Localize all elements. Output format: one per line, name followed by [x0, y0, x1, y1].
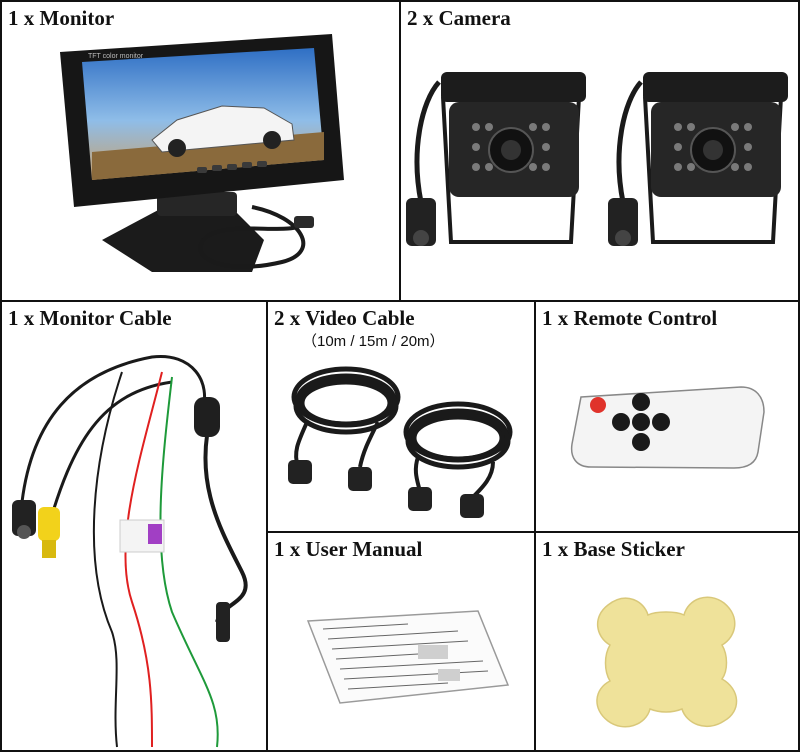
cell-video-cable: 2 x Video Cable （10m / 15m / 20m） — [266, 300, 536, 533]
monitor-cable-label: 1 x Monitor Cable — [8, 306, 172, 330]
coil-2-connector-b — [460, 494, 484, 518]
remote-power-button — [590, 397, 606, 413]
remote-control-image — [570, 386, 765, 469]
wire-red — [124, 371, 163, 748]
cable-ferrite — [194, 397, 220, 437]
coil-1-connector-b — [348, 467, 372, 491]
cell-monitor: 1 x Monitor TFT color monitor — [0, 0, 401, 302]
monitor-cable-plug — [294, 216, 314, 228]
cell-monitor-cable: 1 x Monitor Cable — [0, 300, 268, 752]
base-sticker-label: 1 x Base Sticker — [542, 537, 685, 561]
monitor-buttons — [197, 161, 267, 173]
car-wheel-front — [168, 139, 186, 157]
camera-label: 2 x Camera — [407, 6, 511, 30]
power-plug — [216, 602, 230, 642]
user-manual-label: 1 x User Manual — [274, 537, 423, 561]
user-manual-image — [306, 610, 510, 704]
cable-coil-2 — [403, 401, 513, 470]
remote-control-label: 1 x Remote Control — [542, 306, 718, 330]
remote-direction-buttons — [612, 393, 670, 451]
cell-base-sticker: 1 x Base Sticker — [534, 531, 800, 752]
manual-text-lines — [322, 623, 489, 690]
camera-1 — [406, 72, 586, 246]
camera-image — [406, 72, 788, 246]
cell-camera: 2 x Camera — [399, 0, 800, 302]
sticker-shape — [596, 596, 738, 728]
car-wheel-rear — [263, 131, 281, 149]
aviation-connector — [12, 500, 36, 536]
video-cable-label: 2 x Video Cable — [274, 306, 415, 330]
base-sticker-image — [596, 596, 738, 728]
rca-connector-yellow — [38, 507, 60, 541]
monitor-image: TFT color monitor — [60, 34, 344, 272]
coil-2-connector-a — [408, 487, 432, 511]
monitor-bracket — [157, 192, 237, 216]
manual-sheet — [306, 610, 510, 704]
monitor-stand — [102, 208, 264, 272]
video-cable-image — [288, 366, 513, 518]
monitor-screen-text: TFT color monitor — [88, 53, 144, 60]
cell-remote-control: 1 x Remote Control — [534, 300, 800, 533]
cell-user-manual: 1 x User Manual — [266, 531, 536, 752]
video-cable-lengths: （10m / 15m / 20m） — [302, 333, 445, 350]
coil-1-connector-a — [288, 460, 312, 484]
camera-2 — [608, 72, 788, 246]
monitor-cable — [198, 205, 306, 269]
monitor-label: 1 x Monitor — [8, 6, 115, 30]
wire-green — [159, 376, 219, 748]
cable-coil-1 — [291, 366, 401, 435]
monitor-cable-image — [12, 354, 248, 748]
